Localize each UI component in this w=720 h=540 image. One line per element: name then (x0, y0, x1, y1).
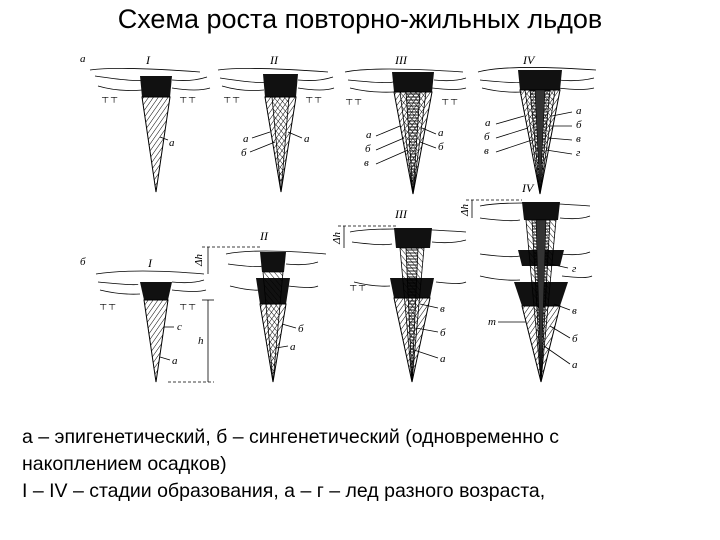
svg-text:┬ ┬: ┬ ┬ (441, 94, 458, 105)
label: а (440, 353, 446, 365)
dim-label-dh: Δh (331, 232, 343, 245)
dim-label-dh: Δh (459, 204, 471, 217)
label: б (241, 147, 247, 159)
svg-text:┬ ┬: ┬ ┬ (349, 280, 366, 291)
label: б (298, 323, 304, 335)
label: б (572, 333, 578, 345)
svg-text:┬ ┬: ┬ ┬ (345, 94, 362, 105)
dim-label-dh: Δh (193, 254, 205, 267)
stage-label: III (394, 207, 408, 221)
stage-label: II (259, 229, 269, 243)
caption-line: а – эпигенетический, б – сингенетический… (22, 426, 559, 448)
stage-a4: IV а б в а б в г (477, 53, 597, 195)
stage-a2: II ┬ ┬ ┬ ┬ а б а (217, 53, 335, 193)
label: а (438, 127, 444, 139)
row-label-b: б (80, 256, 86, 268)
svg-text:┬ ┬: ┬ ┬ (223, 92, 240, 103)
label: а (366, 129, 372, 141)
svg-text:┬ ┬: ┬ ┬ (305, 92, 322, 103)
label: б (484, 131, 490, 143)
label: б (365, 143, 371, 155)
stage-label: II (269, 53, 279, 67)
label: в (576, 133, 581, 145)
label: в (364, 157, 369, 169)
stage-b3: III Δh ┬ ┬ в б а (331, 207, 467, 383)
stage-label: IV (521, 181, 535, 195)
caption-line: I – IV – стадии образования, а – г – лед… (22, 480, 546, 502)
label: в (484, 145, 489, 157)
stage-label: IV (522, 53, 536, 67)
stage-b1: I ┬ ┬ ┬ ┬ с а h (95, 256, 214, 383)
label: б (440, 327, 446, 339)
label: а (290, 341, 296, 353)
stage-label: III (394, 53, 408, 67)
stage-b2: II Δh б а (193, 229, 327, 383)
stage-label: I (145, 53, 151, 67)
label: а (169, 137, 175, 149)
label: а (572, 359, 578, 371)
label: в (440, 303, 445, 315)
svg-text:┬ ┬: ┬ ┬ (101, 92, 118, 103)
page-title: Схема роста повторно-жильных льдов (117, 4, 603, 34)
label: в (572, 305, 577, 317)
caption-line: накоплением осадков) (22, 453, 227, 475)
stage-b4: IV Δh г в б а m (459, 181, 593, 383)
label: б (438, 141, 444, 153)
label: а (485, 117, 491, 129)
ice-wedge-diagram: а б I ┬ ┬┬ ┬ а II ┬ ┬┬ ┬ а б а III (80, 53, 597, 383)
label: г (576, 147, 581, 159)
svg-text:┬ ┬: ┬ ┬ (179, 299, 196, 310)
dim-label-m: m (488, 316, 496, 328)
caption: а – эпигенетический, б – сингенетический… (22, 424, 712, 505)
label: а (576, 105, 582, 117)
stage-a3: III ┬ ┬ ┬ ┬ а б в а б (344, 53, 467, 195)
label: с (177, 321, 182, 333)
label: а (304, 133, 310, 145)
dim-label-h: h (198, 335, 204, 347)
stage-a1: I ┬ ┬ ┬ ┬ а (89, 53, 211, 193)
svg-text:┬ ┬: ┬ ┬ (179, 92, 196, 103)
row-label-a: а (80, 53, 86, 65)
svg-text:┬ ┬: ┬ ┬ (99, 299, 116, 310)
label: б (576, 119, 582, 131)
label: г (572, 263, 577, 275)
label: а (172, 355, 178, 367)
label: а (243, 133, 249, 145)
stage-label: I (147, 256, 153, 270)
